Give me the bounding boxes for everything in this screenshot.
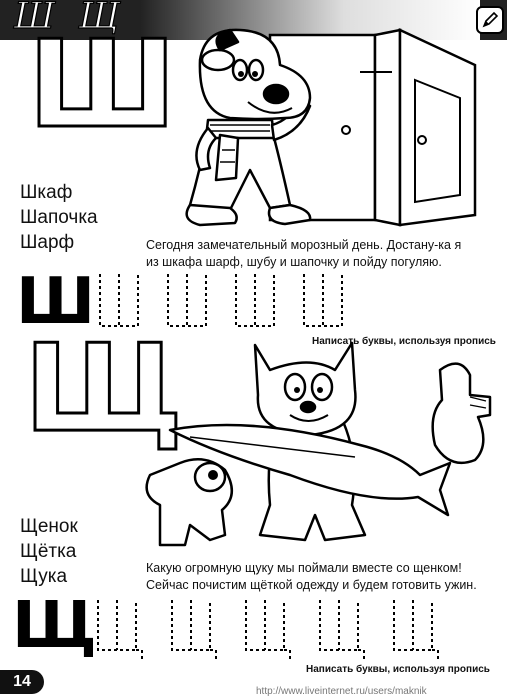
header-banner-fade bbox=[140, 0, 480, 40]
word-item: Шарф bbox=[20, 232, 75, 253]
cat-pike-puppy-illustration bbox=[145, 341, 492, 547]
header-letters: Ш Щ bbox=[13, 0, 126, 38]
dog-wardrobe-illustration bbox=[185, 28, 477, 227]
practice-letter-sh: Ш bbox=[16, 265, 96, 339]
sentence-line: из шкафа шарф, шубу и шапочку и пойду по… bbox=[146, 255, 442, 269]
sentence-line: Сегодня замечательный морозный день. Дос… bbox=[146, 238, 462, 252]
sentence-sh: Сегодня замечательный морозный день. Дос… bbox=[146, 237, 461, 271]
hint-text-sh: Написать буквы, используя пропись bbox=[312, 336, 496, 347]
sentence-shch: Какую огромную щуку мы поймали вместе со… bbox=[146, 560, 477, 594]
pencil-icon bbox=[476, 6, 504, 34]
hint-text-shch: Написать буквы, используя пропись bbox=[306, 664, 490, 675]
word-item: Щенок bbox=[20, 516, 78, 537]
word-list-shch: Щенок Щётка Щука bbox=[20, 514, 78, 589]
sentence-line: Сейчас почистим щёткой одежду и будем го… bbox=[146, 578, 477, 592]
practice-letter-shch: Щ bbox=[12, 589, 97, 663]
watermark-url: http://www.liveinternet.ru/users/maknik bbox=[256, 686, 427, 697]
big-letter-sh: Ш bbox=[26, 16, 177, 155]
word-list-sh: Шкаф Шапочка Шарф bbox=[20, 180, 98, 255]
tracing-area-sh[interactable] bbox=[96, 270, 376, 332]
word-item: Щука bbox=[20, 566, 68, 587]
sentence-line: Какую огромную щуку мы поймали вместе со… bbox=[146, 561, 462, 575]
big-letter-shch: Щ bbox=[22, 320, 184, 459]
word-item: Шкаф bbox=[20, 182, 73, 203]
tracing-area-shch[interactable] bbox=[92, 596, 502, 664]
word-item: Щётка bbox=[20, 541, 77, 562]
word-item: Шапочка bbox=[20, 207, 98, 228]
page-number: 14 bbox=[0, 670, 44, 694]
